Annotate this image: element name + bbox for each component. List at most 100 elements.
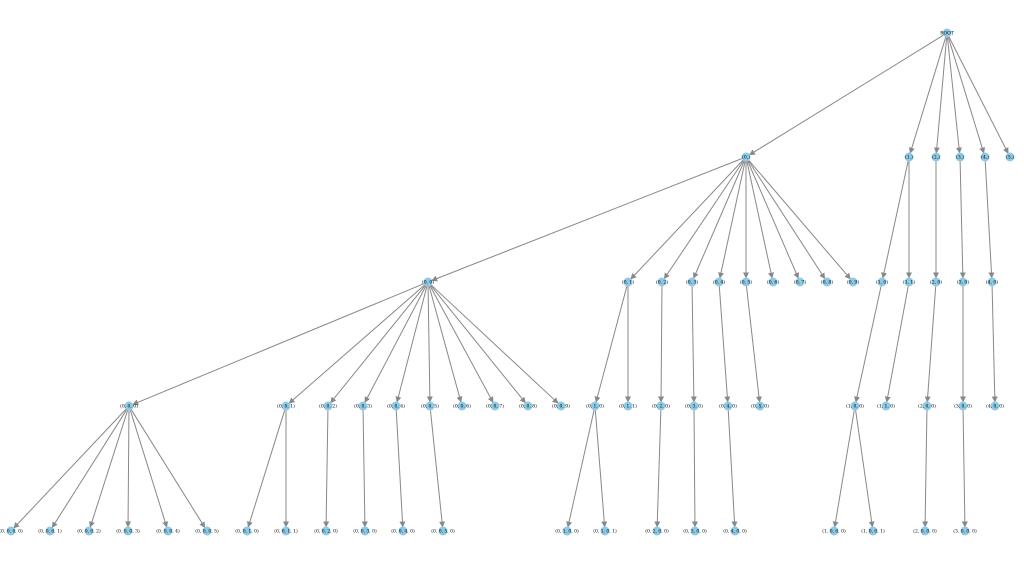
node-label: (2,) <box>932 154 940 161</box>
node-circle <box>868 526 878 536</box>
tree-node: (0, 1, 0, 1) <box>593 526 617 536</box>
node-label: (0, 8) <box>821 279 833 286</box>
tree-node: (1, 1) <box>903 277 915 287</box>
node-label: (0, 0, 4, 0) <box>391 528 415 535</box>
tree-edge <box>933 37 948 154</box>
node-circle <box>730 526 740 536</box>
tree-edge <box>630 159 744 280</box>
node-label: (0, 4, 0) <box>719 403 737 410</box>
tree-node: (0, 0, 0, 3) <box>116 526 140 536</box>
node-label: (0, 0, 2, 0) <box>314 528 338 535</box>
node-circle <box>690 526 700 536</box>
node-circle <box>562 526 572 536</box>
tree-node: (2, 0, 0) <box>918 401 936 411</box>
node-label: (0, 5, 0) <box>751 403 769 410</box>
node-label: (0, 1, 1) <box>619 403 637 410</box>
node-label: (0,) <box>742 154 750 161</box>
node-label: (0, 1, 0, 0) <box>555 528 579 535</box>
tree-edge <box>658 286 665 403</box>
tree-node: (0, 5, 0) <box>751 401 769 411</box>
tree-edge <box>881 161 909 279</box>
node-label: (1, 0, 0, 1) <box>861 528 885 535</box>
tree-edge <box>908 37 947 154</box>
tree-edge <box>961 410 968 528</box>
node-circle <box>652 526 662 536</box>
tree-node: (0, 9) <box>847 277 859 287</box>
node-label: (0, 0) <box>422 279 434 286</box>
node-circle <box>423 277 433 287</box>
node-label: (3,) <box>956 154 964 161</box>
tree-edge <box>959 161 966 279</box>
tree-node: (0, 0) <box>422 277 434 287</box>
node-label: (0, 0, 4) <box>387 403 405 410</box>
tree-node: (0, 1, 1) <box>619 401 637 411</box>
node-circle <box>723 401 733 411</box>
node-circle <box>850 401 860 411</box>
node-circle <box>490 401 500 411</box>
node-label: (0, 6) <box>767 279 779 286</box>
tree-node: (0, 0, 0, 0) <box>0 526 23 536</box>
node-label: (0, 0, 3) <box>354 403 372 410</box>
tree-edge <box>430 284 559 404</box>
node-circle <box>904 152 914 162</box>
tree-edge <box>746 286 762 403</box>
node-label: (0, 0, 6) <box>453 403 471 410</box>
node-label: (0, 0, 0, 5) <box>195 528 219 535</box>
tree-node: (0, 0, 7) <box>486 401 504 411</box>
node-circle <box>656 401 666 411</box>
node-label: (1, 1, 0) <box>877 403 895 410</box>
tree-node: (5,) <box>1005 152 1015 162</box>
node-label: (1, 0, 0) <box>846 403 864 410</box>
tree-edge <box>854 286 882 403</box>
tree-edge <box>395 286 428 403</box>
tree-node: (0, 3, 0, 0) <box>683 526 707 536</box>
tree-node: (0, 5) <box>740 277 752 287</box>
node-label: (0, 0, 2) <box>319 403 337 410</box>
tree-edge <box>693 160 745 279</box>
node-label: ROOT <box>940 31 954 37</box>
node-label: (0, 2, 0, 0) <box>645 528 669 535</box>
tree-node: (0, 0, 3) <box>354 401 372 411</box>
node-circle <box>904 277 914 287</box>
tree-node: (0, 2, 0, 0) <box>645 526 669 536</box>
tree-node: (0, 1) <box>622 277 634 287</box>
node-circle <box>398 526 408 536</box>
tree-node: (0, 8) <box>821 277 833 287</box>
tree-node: (2,) <box>931 152 941 162</box>
tree-node: (0, 0, 1, 1) <box>274 526 298 536</box>
tree-edge <box>947 37 986 154</box>
node-label: (4, 0) <box>986 279 998 286</box>
tree-node: (1, 0, 0, 1) <box>861 526 885 536</box>
tree-node: (3, 0, 0) <box>954 401 972 411</box>
tree-edge <box>51 409 128 529</box>
tree-edge <box>132 283 425 406</box>
node-label: (3, 0, 0, 0) <box>953 528 977 535</box>
tree-edge <box>946 37 962 154</box>
tree-edge <box>718 161 746 279</box>
tree-edge <box>748 160 826 280</box>
node-circle <box>848 277 858 287</box>
node-circle <box>958 401 968 411</box>
node-label: (0, 4) <box>713 279 725 286</box>
node-circle <box>242 526 252 536</box>
node-circle <box>922 401 932 411</box>
node-circle <box>623 401 633 411</box>
tree-edge <box>13 408 127 529</box>
tree-node: (4,) <box>980 152 990 162</box>
node-circle <box>877 277 887 287</box>
node-circle <box>45 526 55 536</box>
node-circle <box>795 277 805 287</box>
node-circle <box>84 526 94 536</box>
tree-edge <box>746 161 774 279</box>
node-label: (0, 0, 0, 3) <box>116 528 140 535</box>
node-circle <box>391 401 401 411</box>
node-circle <box>590 401 600 411</box>
tree-node: (0, 4) <box>713 277 725 287</box>
node-label: (1, 1) <box>903 279 915 286</box>
node-circle <box>955 152 965 162</box>
node-label: (0, 0, 3, 0) <box>353 528 377 535</box>
tree-edge <box>361 410 368 528</box>
node-circle <box>958 277 968 287</box>
tree-node: (0, 0, 4) <box>387 401 405 411</box>
